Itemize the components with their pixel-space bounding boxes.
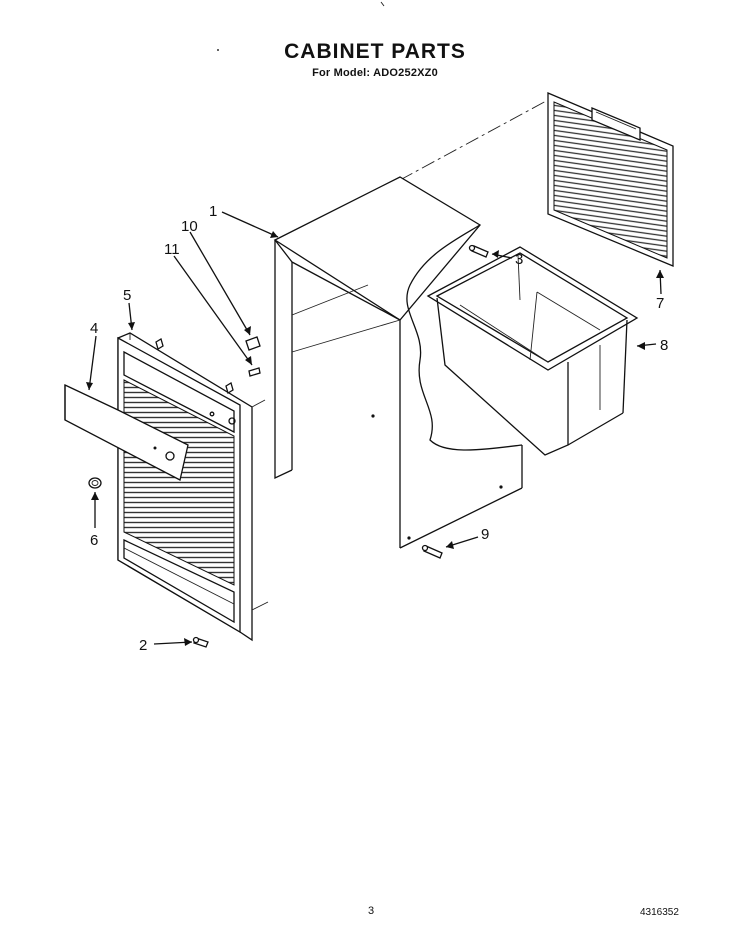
callout-10: 10: [181, 218, 198, 235]
water-bucket: [426, 246, 639, 456]
front-grille-panel: [117, 332, 269, 642]
clip-part-10: [245, 336, 261, 351]
stray-mark: [380, 1, 385, 7]
control-knob: [88, 477, 102, 489]
page-number: 3: [368, 905, 375, 917]
callout-3: 3: [515, 251, 523, 268]
callout-6: 6: [90, 532, 98, 549]
callout-9: 9: [481, 526, 489, 543]
screw-part-11: [248, 367, 261, 377]
control-panel-label: [64, 383, 189, 481]
model-subtitle: For Model: ADO252XZ0: [312, 67, 438, 79]
cabinet-shell: [273, 176, 523, 549]
callout-8: 8: [660, 337, 668, 354]
document-number: 4316352: [640, 907, 679, 918]
callout-2: 2: [139, 637, 147, 654]
callout-7: 7: [656, 295, 664, 312]
callout-4: 4: [90, 320, 98, 337]
callout-11: 11: [164, 241, 180, 258]
screw-part-9: [421, 544, 443, 559]
screw-part-3: [468, 244, 489, 258]
leader-lines: [86, 211, 664, 646]
stray-dot: [217, 49, 219, 51]
callout-1: 1: [209, 203, 217, 220]
callout-5: 5: [123, 287, 131, 304]
rear-grille-panel: [547, 92, 674, 267]
page-title: CABINET PARTS: [284, 40, 466, 63]
alignment-line: [399, 99, 549, 181]
screw-part-2: [192, 636, 209, 648]
